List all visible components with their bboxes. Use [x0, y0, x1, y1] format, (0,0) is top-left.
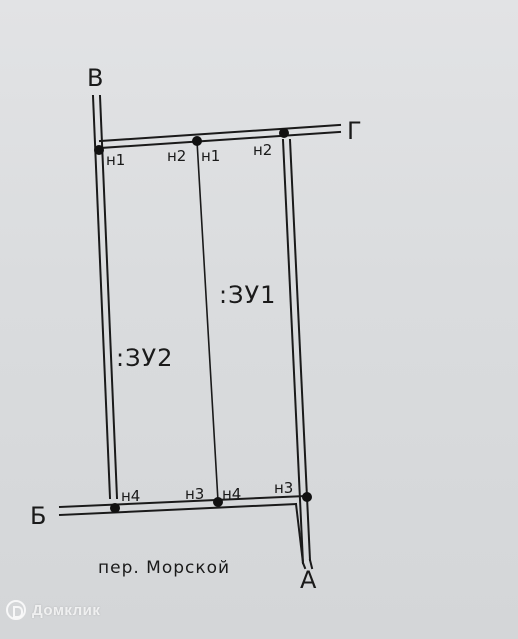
point-label-top-left: н1: [106, 151, 125, 169]
boundary-right: [281, 138, 314, 570]
plot-label-zu1: :ЗУ1: [219, 281, 276, 309]
point-top-mid: [192, 136, 202, 146]
point-label-bottom-right: н3: [274, 479, 293, 497]
point-top-left: [94, 145, 104, 155]
point-label-bottom-mid-left: н3: [185, 485, 204, 503]
corner-label-b: Б: [30, 502, 46, 530]
point-label-bottom-mid-right: н4: [222, 485, 241, 503]
point-label-bottom-left: н4: [121, 487, 140, 505]
point-bottom-mid: [213, 497, 223, 507]
boundary-bottom: [58, 494, 307, 565]
boundary-top: [98, 123, 342, 150]
point-bottom-right: [302, 492, 312, 502]
point-label-top-mid-right: н1: [201, 147, 220, 165]
corner-label-g: Г: [347, 117, 362, 145]
point-bottom-left: [110, 503, 120, 513]
plot-label-zu2: :ЗУ2: [116, 344, 173, 372]
point-label-top-mid-left: н2: [167, 147, 186, 165]
corner-label-v: В: [87, 64, 103, 92]
plot-divider-line: [196, 140, 219, 502]
street-label: пер. Морской: [98, 558, 230, 578]
watermark-text: Домклик: [32, 601, 101, 619]
corner-label-a: А: [300, 566, 317, 594]
watermark: Домклик: [6, 600, 100, 620]
point-top-right: [279, 128, 289, 138]
survey-points: [94, 128, 312, 513]
point-label-top-right: н2: [253, 141, 272, 159]
domclick-logo-icon: [6, 600, 26, 620]
boundary-left: [91, 94, 119, 500]
